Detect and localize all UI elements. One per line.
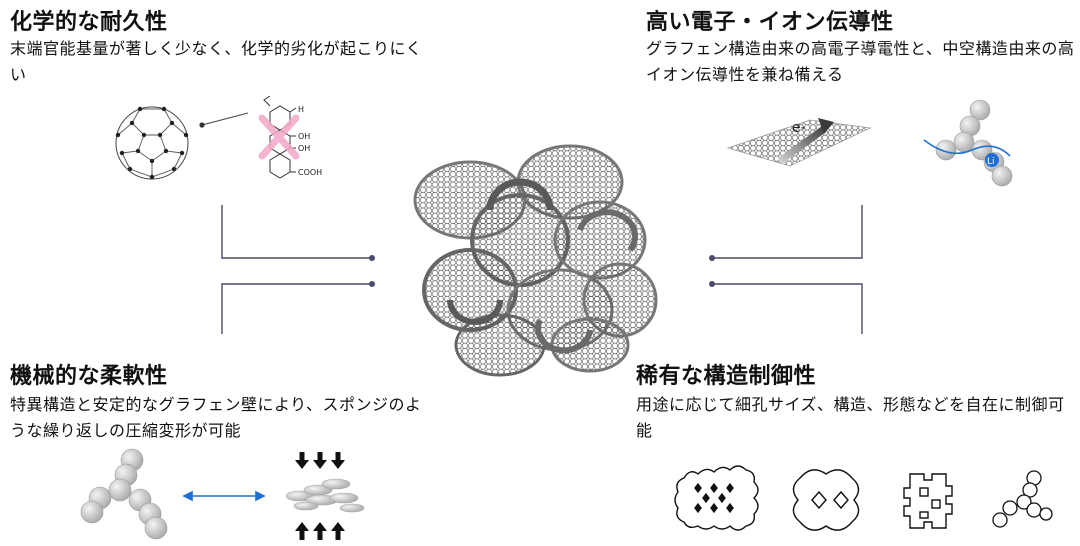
mechanical-flexibility-description: 特異構造と安定的なグラフェン壁により、スポンジのような繰り返しの圧縮変形が可能: [10, 395, 422, 440]
conductivity-description: グラフェン構造由来の高電子導電性と、中空構造由来の高イオン伝導性を兼ね備える: [646, 39, 1075, 84]
electron-label: e-: [792, 120, 806, 136]
fullerene-pointer: [201, 112, 249, 126]
puzzle-shape-icon: [903, 473, 953, 529]
molecule-label-oh-2: OH: [298, 144, 310, 153]
connector-top-left: [221, 205, 372, 259]
connector-top-right: [712, 205, 863, 259]
connector-bottom-right: [712, 283, 863, 334]
graphene-sheet-electron-icon: e-: [726, 118, 872, 167]
multi-pore-sheet-icon: [674, 465, 759, 531]
sphere-chain-ion-path-icon: Li: [923, 99, 1013, 187]
connector-bottom-left: [221, 283, 372, 334]
conductivity-title: 高い電子・イオン伝導性: [646, 10, 894, 35]
connector-dots: [369, 255, 715, 287]
compressed-cluster-icon: [285, 478, 365, 513]
structure-control-description: 用途に応じて細孔サイズ、構造、形態などを自在に制御可能: [636, 395, 1065, 440]
mechanical-flexibility-title: 機械的な柔軟性: [10, 364, 168, 389]
fullerene-icon: [115, 106, 189, 180]
compression-arrows-up: [295, 522, 345, 540]
fullerene-pointer-dot: [199, 122, 205, 128]
connector-lines: [221, 205, 863, 334]
twin-pore-shape-icon: [792, 469, 860, 531]
ion-label: Li: [987, 157, 995, 167]
sphere-chain-outline-icon: [992, 470, 1053, 528]
molecule-label-h: H: [298, 105, 304, 114]
molecule-label-cooh: COOH: [298, 168, 322, 177]
sphere-cluster-icon: [80, 448, 168, 540]
flex-double-arrow: [182, 490, 266, 502]
chemical-durability-description: 末端官能基量が著しく少なく、化学的劣化が起こりにくい: [10, 39, 423, 84]
compression-arrows-down: [295, 452, 345, 469]
molecule-label-oh-1: OH: [298, 132, 310, 141]
structure-control-title: 稀有な構造制御性: [636, 364, 817, 389]
functional-group-molecule-icon: H OH OH COOH: [258, 95, 322, 179]
graphene-sponge-icon: [413, 144, 658, 377]
chemical-durability-title: 化学的な耐久性: [10, 10, 168, 35]
